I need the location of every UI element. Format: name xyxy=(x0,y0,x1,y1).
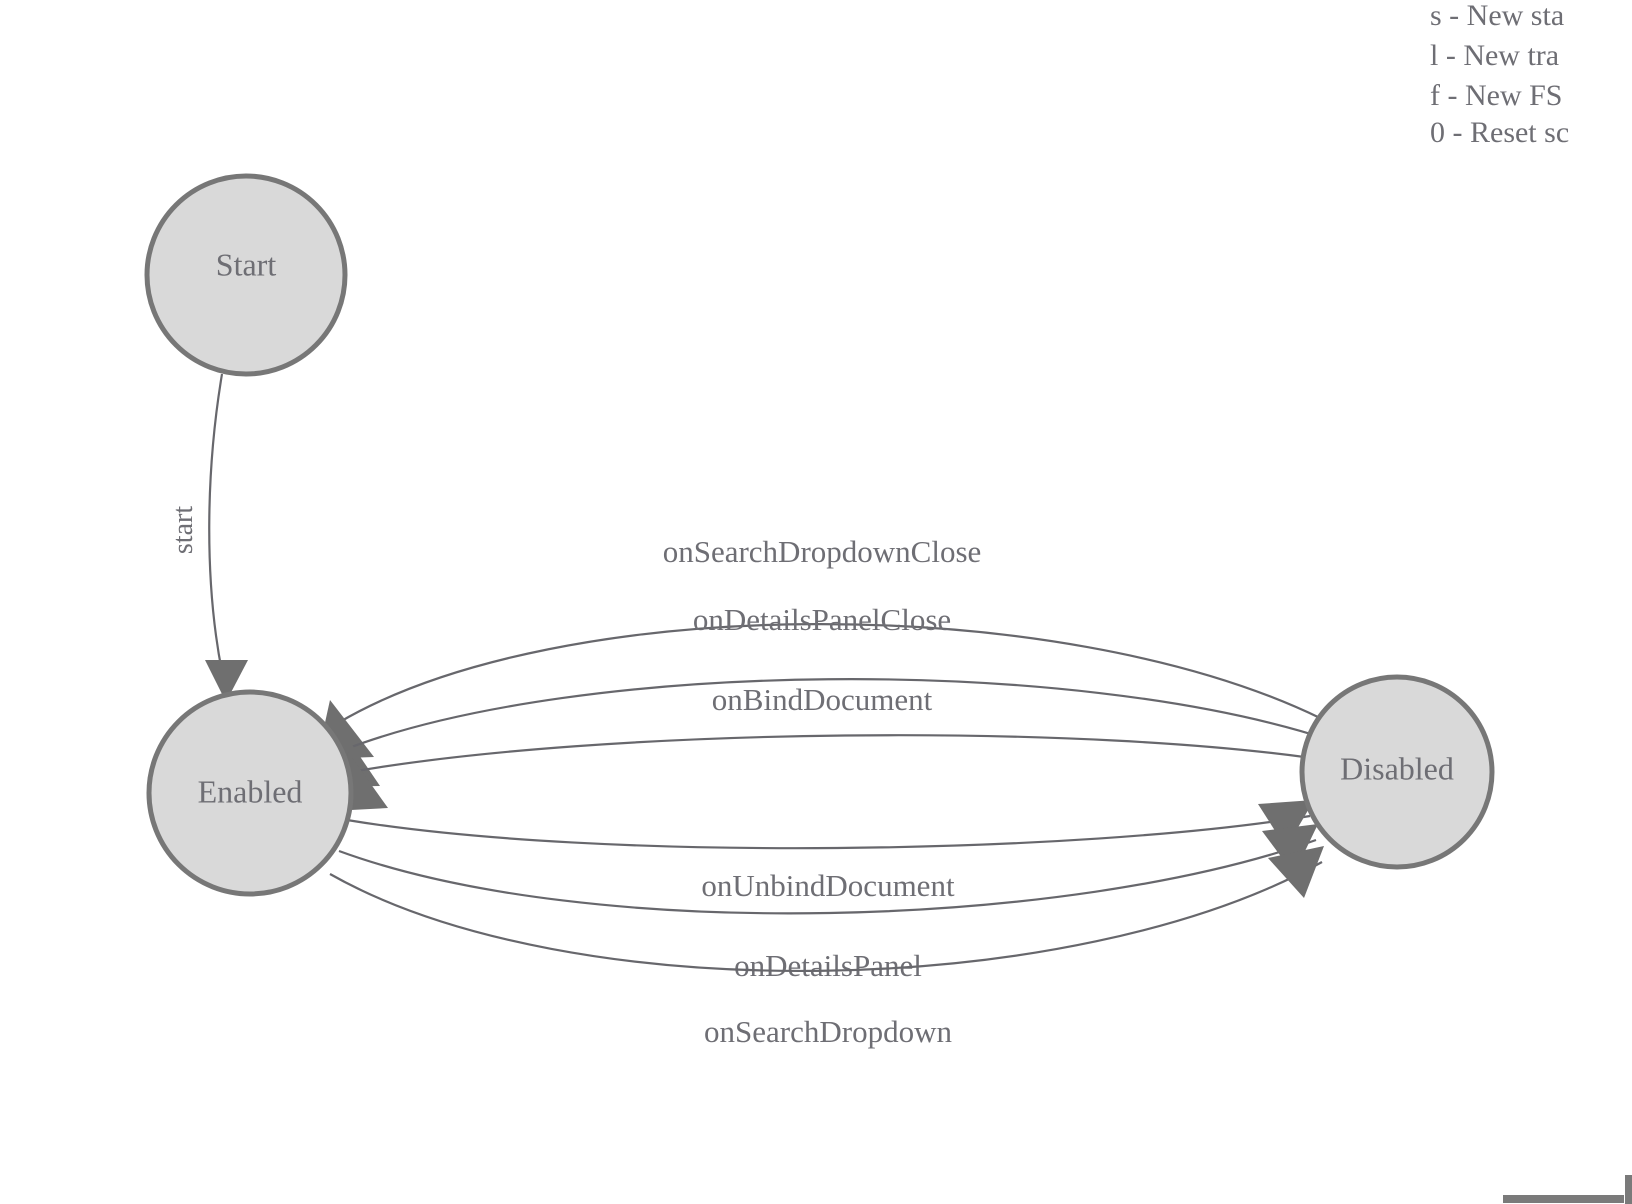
edge-on-search-dropdown-close-label: onSearchDropdownClose xyxy=(663,534,982,569)
node-start[interactable]: Start xyxy=(144,173,348,377)
node-disabled[interactable]: Disabled xyxy=(1299,674,1495,870)
legend-line-new-fsm: f - New FS xyxy=(1430,79,1563,112)
node-enabled-label: Enabled xyxy=(198,773,303,809)
edge-on-details-panel-close-label: onDetailsPanelClose xyxy=(693,602,951,637)
edge-start-path xyxy=(208,373,224,673)
edge-on-search-dropdown-close[interactable]: onSearchDropdownClose xyxy=(317,534,1321,759)
edge-on-search-dropdown[interactable]: onSearchDropdown xyxy=(329,846,1324,1049)
edge-on-details-panel-close-path xyxy=(345,678,1331,751)
edge-on-bind-document-label: onBindDocument xyxy=(712,682,933,717)
node-disabled-circle[interactable] xyxy=(1299,674,1495,870)
edge-start[interactable]: start xyxy=(168,373,248,702)
edge-on-bind-document[interactable]: onBindDocument xyxy=(332,682,1339,811)
node-start-circle[interactable] xyxy=(144,173,348,377)
legend-line-new-state: s - New sta xyxy=(1430,0,1564,32)
legend-line-new-transition: l - New tra xyxy=(1430,39,1559,72)
node-start-label: Start xyxy=(216,246,277,282)
edge-start-label: start xyxy=(168,506,199,554)
edge-on-search-dropdown-arrowhead xyxy=(1268,846,1324,898)
node-enabled[interactable]: Enabled xyxy=(146,689,354,897)
legend-line-reset: 0 - Reset sc xyxy=(1430,116,1569,149)
edge-on-search-dropdown-close-path xyxy=(337,623,1321,724)
edge-on-details-panel-arrowhead xyxy=(1262,824,1318,874)
node-disabled-label: Disabled xyxy=(1340,750,1454,786)
edge-on-unbind-document[interactable]: onUnbindDocument xyxy=(346,800,1314,903)
horizontal-scrollbar[interactable] xyxy=(1503,1195,1624,1203)
edge-on-search-dropdown-path xyxy=(329,861,1323,973)
edge-start-arrowhead xyxy=(205,660,248,702)
node-enabled-circle[interactable] xyxy=(146,689,354,897)
edge-on-details-panel-path xyxy=(338,838,1317,915)
edge-on-unbind-document-arrowhead xyxy=(1258,800,1314,848)
legend: s - New sta l - New tra f - New FS 0 - R… xyxy=(1430,0,1569,149)
edge-on-unbind-document-label: onUnbindDocument xyxy=(701,868,955,903)
edge-on-unbind-document-path xyxy=(346,814,1311,850)
edge-on-details-panel[interactable]: onDetailsPanel xyxy=(338,824,1318,983)
edge-on-details-panel-label: onDetailsPanel xyxy=(734,948,922,983)
edge-on-bind-document-path xyxy=(350,734,1339,774)
vertical-scrollbar[interactable] xyxy=(1625,1175,1632,1204)
edge-on-search-dropdown-label: onSearchDropdown xyxy=(704,1014,952,1049)
